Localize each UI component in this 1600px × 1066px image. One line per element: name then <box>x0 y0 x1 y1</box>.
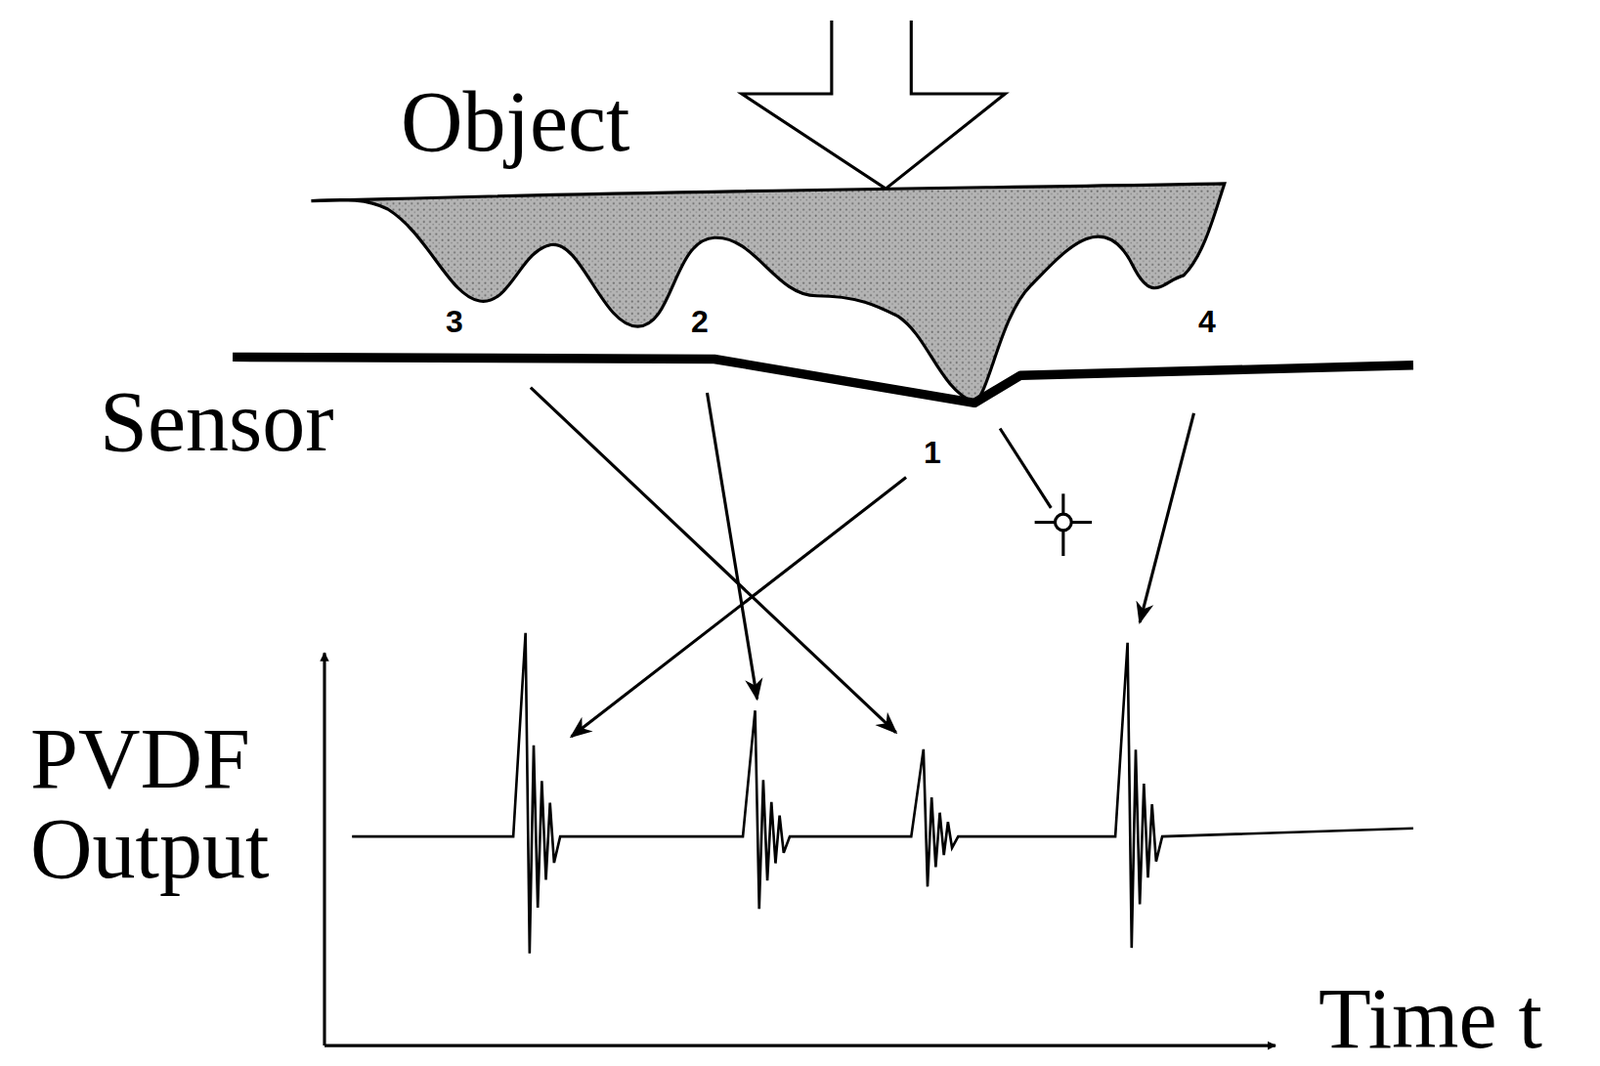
callout-number: 3 <box>445 305 464 338</box>
force-arrow <box>741 20 1005 189</box>
sensor-film <box>232 356 1414 403</box>
leader-lines <box>530 388 1195 737</box>
sensor-label: Sensor <box>99 379 335 466</box>
axis-label: Time t <box>1318 976 1543 1063</box>
object-label: Object <box>400 79 631 166</box>
callout-number: 1 <box>923 436 942 469</box>
contact-point-symbol <box>1035 493 1092 557</box>
signal-trace <box>351 633 1414 954</box>
axis-label: PVDF Output <box>30 714 324 896</box>
pvdf-signal <box>351 633 1414 954</box>
callout-number: 2 <box>691 305 709 338</box>
callout-number: 4 <box>1198 305 1216 338</box>
